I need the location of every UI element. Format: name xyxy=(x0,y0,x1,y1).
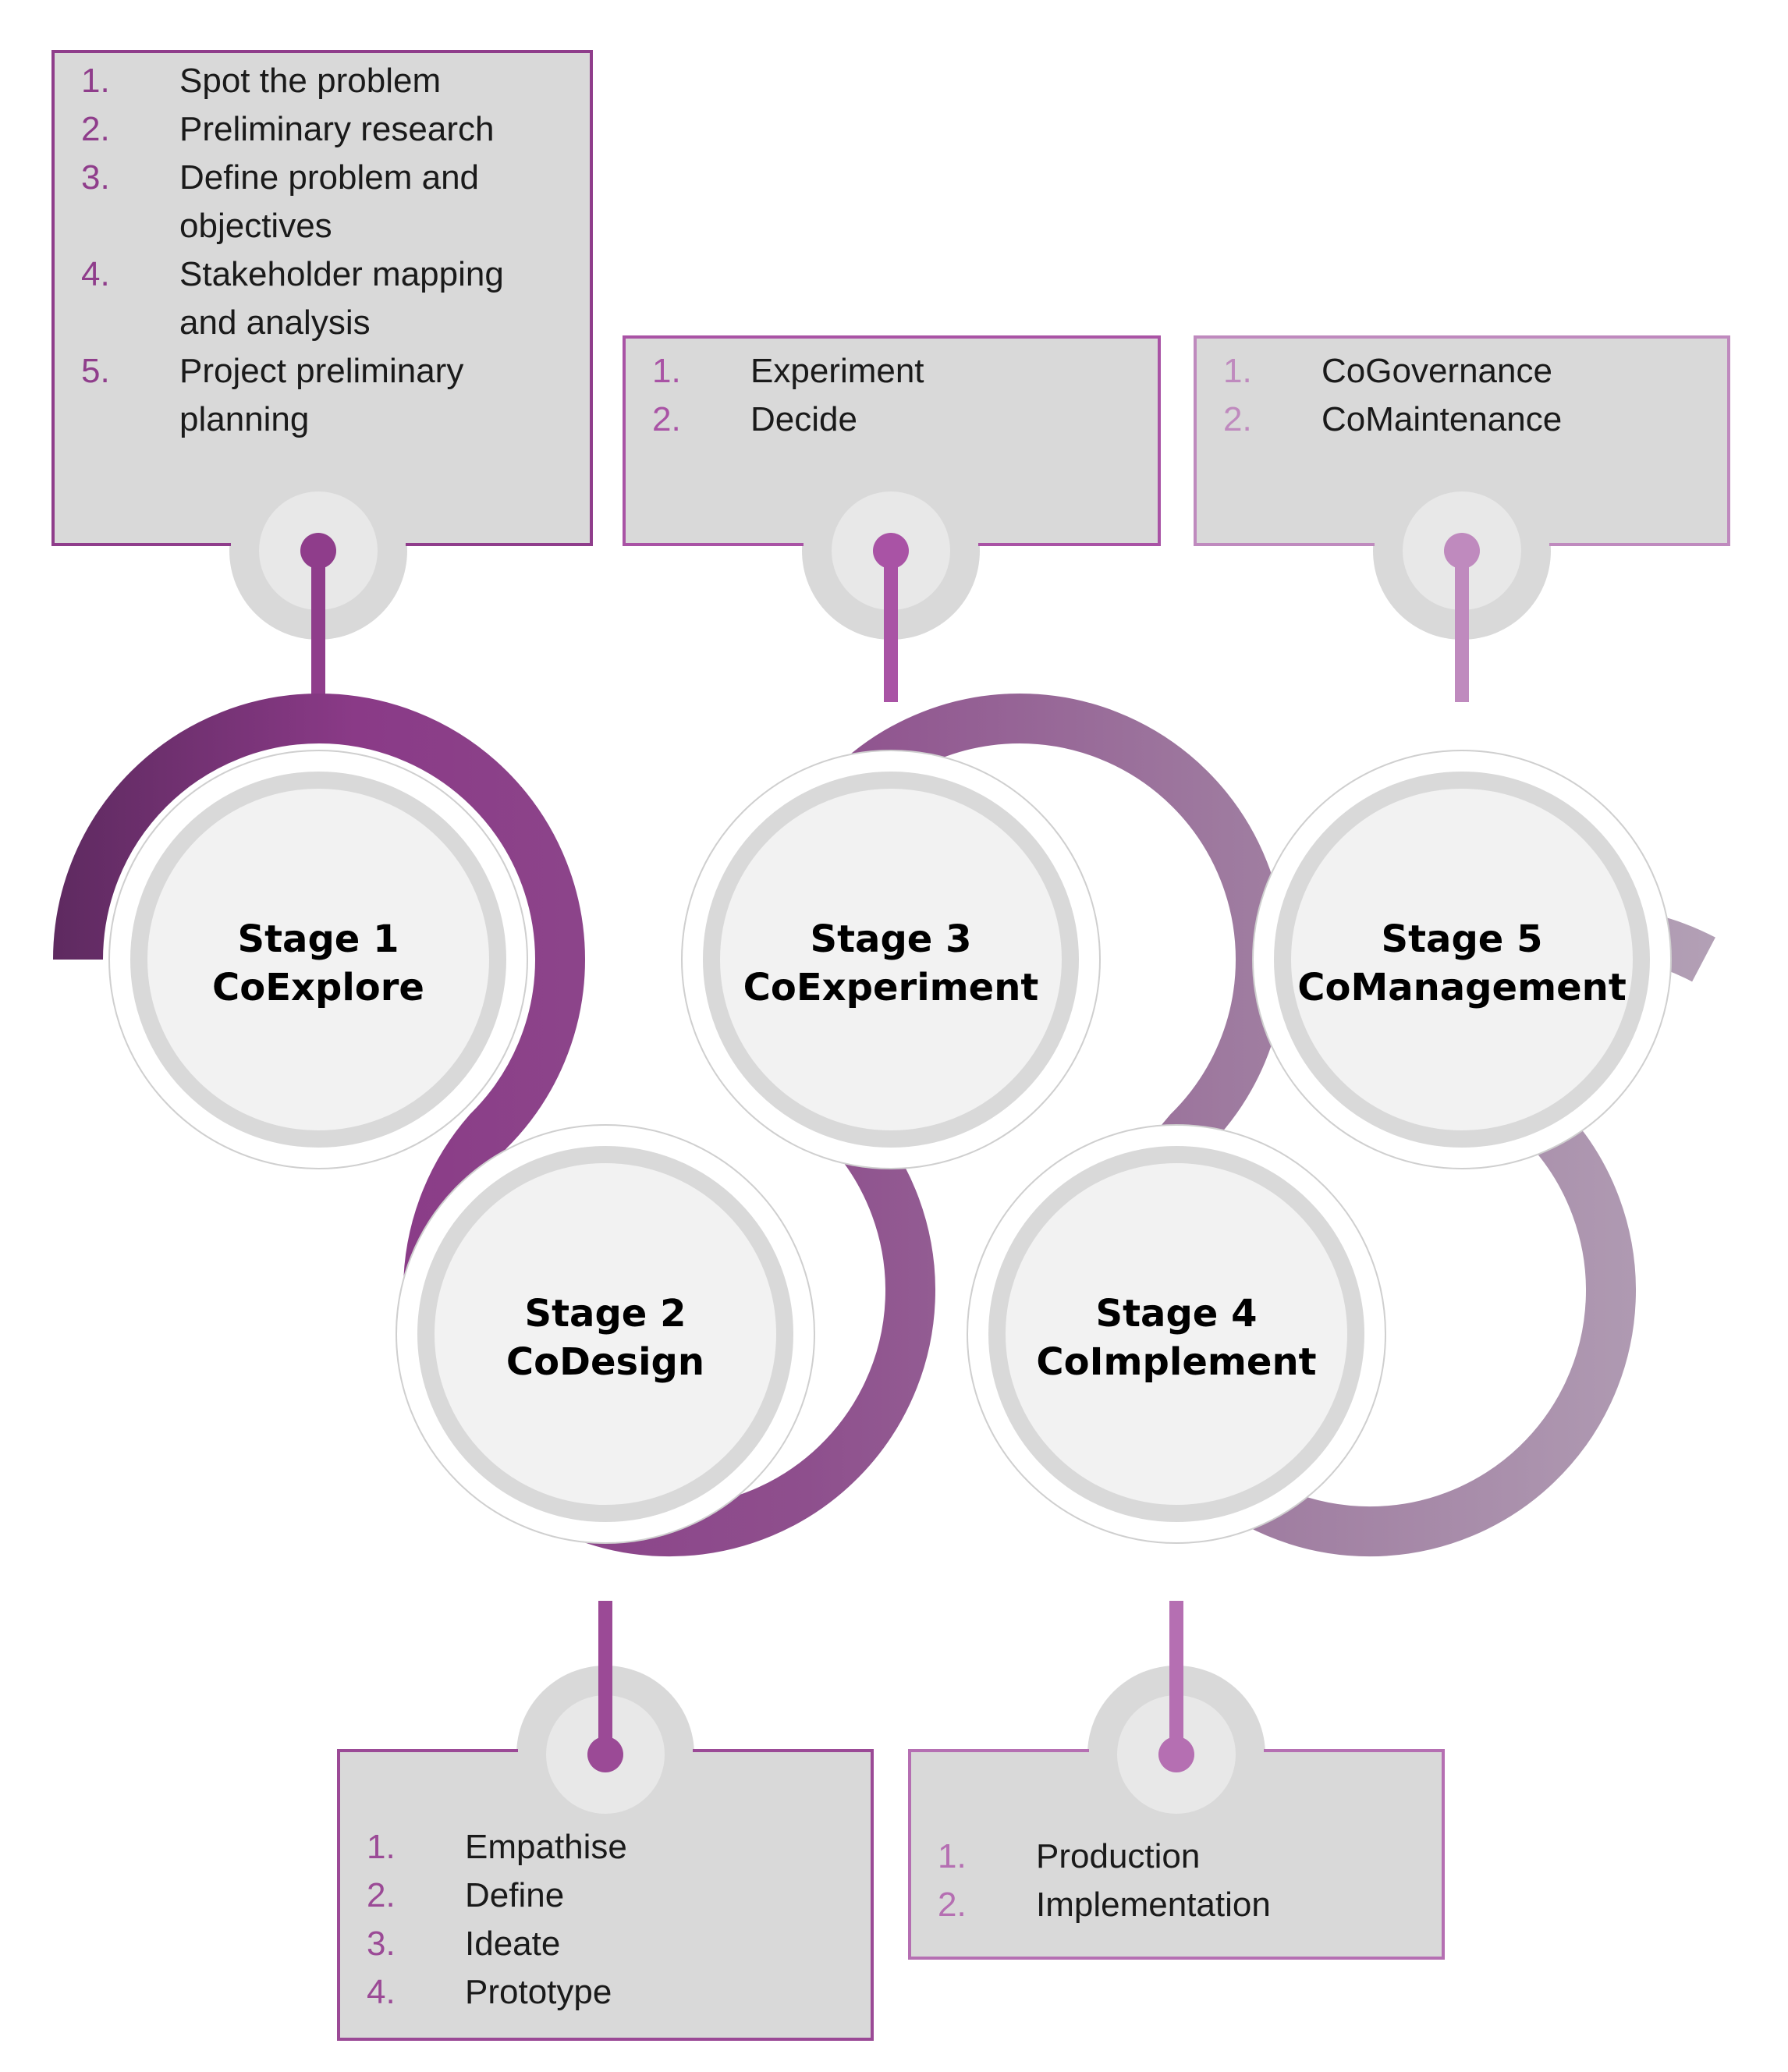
stage-circle-inner xyxy=(130,772,506,1148)
connector-dot xyxy=(587,1737,623,1772)
stage-name: CoExperiment xyxy=(743,966,1039,1009)
step-text: Stakeholder mapping xyxy=(179,255,504,293)
step-box-stage-1: 1. Spot the problem 2. Preliminary research… xyxy=(51,50,593,702)
step-number: 4. xyxy=(367,1973,396,2011)
step-text: Decide xyxy=(750,400,857,438)
stage-label: Stage 4 xyxy=(1096,1292,1258,1336)
step-text: objectives xyxy=(179,207,332,245)
step-text: Project preliminary xyxy=(179,352,463,390)
stage-label: Stage 2 xyxy=(525,1292,686,1336)
stage-circle-inner xyxy=(988,1146,1364,1522)
step-number: 1. xyxy=(367,1828,396,1866)
step-box-stage-2: 1. Empathise 2. Define 3. Ideate 4. Prototype xyxy=(337,1601,874,2041)
step-box-stage-3: 1. Experiment 2. Decide xyxy=(623,335,1161,702)
stage-label: Stage 5 xyxy=(1382,917,1543,961)
step-text: planning xyxy=(179,400,309,438)
step-number: 1. xyxy=(1223,352,1252,390)
step-number: 1. xyxy=(938,1837,967,1875)
stage-label: Stage 1 xyxy=(238,917,399,961)
step-number: 2. xyxy=(1223,400,1252,438)
step-boxes-layer: 1. Spot the problem 2. Preliminary research… xyxy=(51,50,1730,2041)
stage-name: CoManagement xyxy=(1297,966,1627,1009)
step-text: Spot the problem xyxy=(179,62,441,100)
stage-name: CoImplement xyxy=(1036,1340,1316,1384)
step-text: Empathise xyxy=(465,1828,627,1866)
step-text: Define xyxy=(465,1876,564,1914)
connector-dot xyxy=(873,533,909,569)
step-text: Define problem and xyxy=(179,158,479,197)
step-number: 5. xyxy=(81,352,110,390)
step-text: and analysis xyxy=(179,303,371,342)
step-number: 3. xyxy=(367,1925,396,1963)
step-text: Production xyxy=(1036,1837,1200,1875)
connector-dot xyxy=(1158,1737,1194,1772)
step-box-stage-5: 1. CoGovernance 2. CoMaintenance xyxy=(1194,335,1730,702)
step-text: Prototype xyxy=(465,1973,612,2011)
step-text: Implementation xyxy=(1036,1886,1271,1924)
step-number: 2. xyxy=(81,110,110,148)
stage-name: CoDesign xyxy=(506,1340,704,1384)
stage-circle-inner xyxy=(417,1146,793,1522)
step-box-stage-4: 1. Production 2. Implementation xyxy=(908,1601,1445,1960)
step-text: Preliminary research xyxy=(179,110,494,148)
step-text: CoGovernance xyxy=(1321,352,1552,390)
stage-circle-inner xyxy=(703,772,1079,1148)
step-text: Experiment xyxy=(750,352,924,390)
stage-label: Stage 3 xyxy=(811,917,972,961)
step-number: 1. xyxy=(81,62,110,100)
step-number: 1. xyxy=(652,352,681,390)
connector-dot xyxy=(300,533,336,569)
stage-circle-inner xyxy=(1274,772,1650,1148)
stage-name: CoExplore xyxy=(212,966,424,1009)
step-text: CoMaintenance xyxy=(1321,400,1562,438)
stage-circle-1: Stage 1 CoExplore xyxy=(108,750,528,1169)
connector-dot xyxy=(1444,533,1480,569)
step-box xyxy=(51,50,593,546)
step-number: 3. xyxy=(81,158,110,197)
stage-circle-3: Stage 3 CoExperiment xyxy=(681,750,1101,1169)
stage-circle-5: Stage 5 CoManagement xyxy=(1252,750,1672,1169)
step-text: Ideate xyxy=(465,1925,560,1963)
step-number: 2. xyxy=(938,1886,967,1924)
step-number: 2. xyxy=(367,1876,396,1914)
step-number: 2. xyxy=(652,400,681,438)
step-number: 4. xyxy=(81,255,110,293)
